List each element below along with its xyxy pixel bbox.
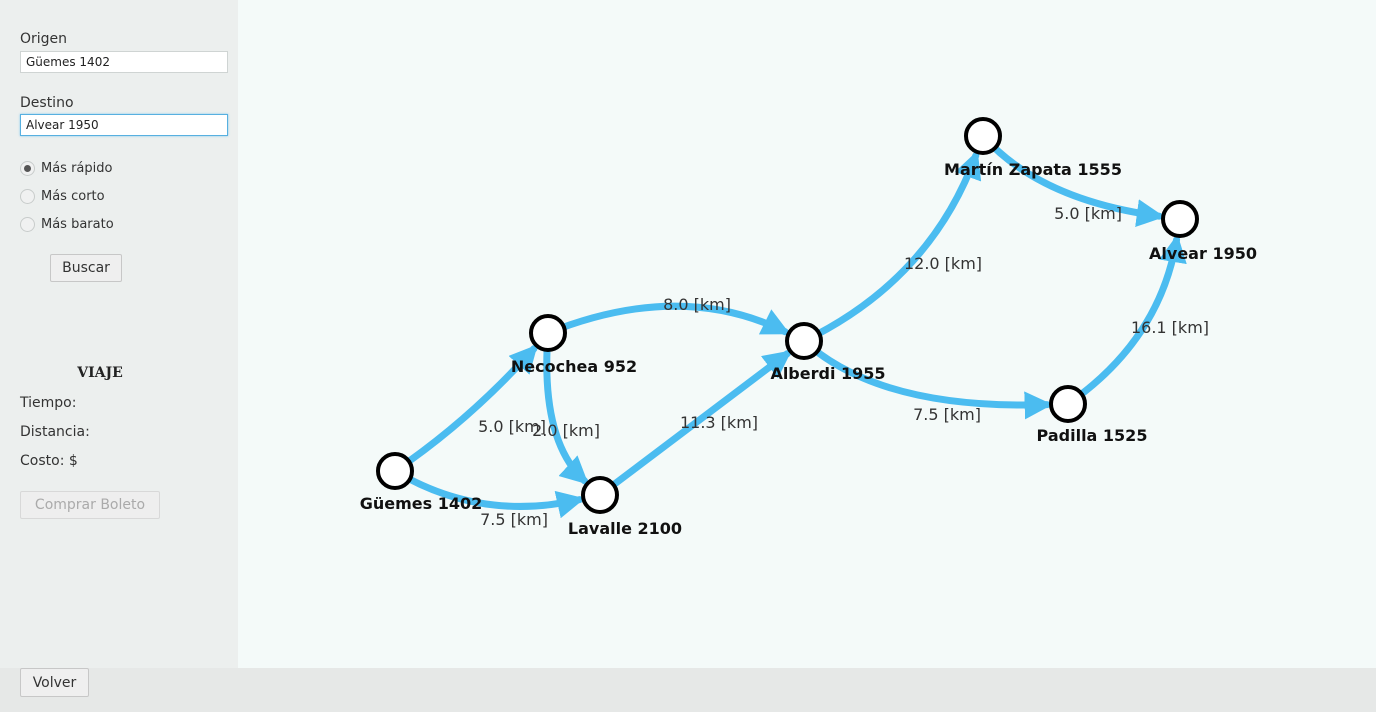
edge-alberdi-padilla (800, 337, 1053, 420)
edge-label-guemes-lavalle: 7.5 [km] (480, 510, 548, 529)
option-shortest-label: Más corto (41, 188, 105, 204)
destination-label: Destino (20, 95, 74, 111)
node-label-zapata: Martín Zapata 1555 (944, 160, 1122, 179)
node-label-lavalle: Lavalle 2100 (568, 519, 682, 538)
edge-necochea-lavalle (543, 329, 589, 485)
edge-label-zapata-alvear: 5.0 [km] (1054, 204, 1122, 223)
origin-input[interactable] (20, 51, 228, 73)
destination-input[interactable] (20, 114, 228, 136)
node-label-alvear: Alvear 1950 (1149, 244, 1257, 263)
option-fastest[interactable]: Más rápido (20, 159, 112, 177)
node-alberdi[interactable] (785, 322, 823, 360)
node-padilla[interactable] (1049, 385, 1087, 423)
option-shortest[interactable]: Más corto (20, 187, 105, 205)
radio-fastest[interactable] (20, 160, 35, 176)
edge-alberdi-zapata (800, 150, 982, 345)
trip-time-label: Tiempo: (20, 395, 77, 411)
sidebar: Origen Destino Más rápido Más corto Más … (0, 0, 238, 668)
edge-label-lavalle-alberdi: 11.3 [km] (680, 413, 758, 432)
node-label-alberdi: Alberdi 1955 (770, 364, 885, 383)
edge-label-padilla-alvear: 16.1 [km] (1131, 318, 1209, 337)
node-label-necochea: Necochea 952 (511, 357, 637, 376)
graph-canvas: 5.0 [km] 7.5 [km] 2.0 [km] 8.0 [km] 11.3 [km… (238, 0, 1376, 668)
route-graph: 5.0 [km] 7.5 [km] 2.0 [km] 8.0 [km] 11.3 [km… (360, 117, 1257, 538)
trip-distance-label: Distancia: (20, 424, 90, 440)
edge-label-necochea-alberdi: 8.0 [km] (663, 295, 731, 314)
node-lavalle[interactable] (581, 476, 619, 514)
buy-ticket-button[interactable]: Comprar Boleto (20, 491, 160, 519)
edge-zapata-alvear (979, 132, 1165, 228)
node-label-guemes: Güemes 1402 (360, 494, 483, 513)
edge-padilla-alvear (1064, 234, 1187, 408)
node-guemes[interactable] (376, 452, 414, 490)
edge-lavalle-alberdi (596, 350, 792, 499)
trip-title: VIAJE (77, 365, 123, 381)
edge-necochea-alberdi (544, 302, 791, 337)
trip-cost-label: Costo: $ (20, 453, 78, 469)
node-zapata[interactable] (964, 117, 1002, 155)
node-label-padilla: Padilla 1525 (1037, 426, 1148, 445)
option-cheapest-label: Más barato (41, 216, 114, 232)
radio-cheapest[interactable] (20, 216, 35, 232)
footer: Volver (0, 668, 1376, 712)
option-cheapest[interactable]: Más barato (20, 215, 114, 233)
option-fastest-label: Más rápido (41, 160, 113, 176)
radio-shortest[interactable] (20, 188, 35, 204)
origin-label: Origen (20, 31, 68, 47)
edge-label-alberdi-zapata: 12.0 [km] (904, 254, 982, 273)
search-button[interactable]: Buscar (50, 254, 122, 282)
edge-label-necochea-lavalle: 2.0 [km] (532, 421, 600, 440)
back-button[interactable]: Volver (20, 668, 89, 697)
edge-label-alberdi-padilla: 7.5 [km] (913, 405, 981, 424)
edge-guemes-necochea (391, 344, 538, 475)
edge-label-guemes-necochea: 5.0 [km] (478, 417, 546, 436)
node-necochea[interactable] (529, 314, 567, 352)
node-alvear[interactable] (1161, 200, 1199, 238)
edge-guemes-lavalle (391, 467, 585, 519)
